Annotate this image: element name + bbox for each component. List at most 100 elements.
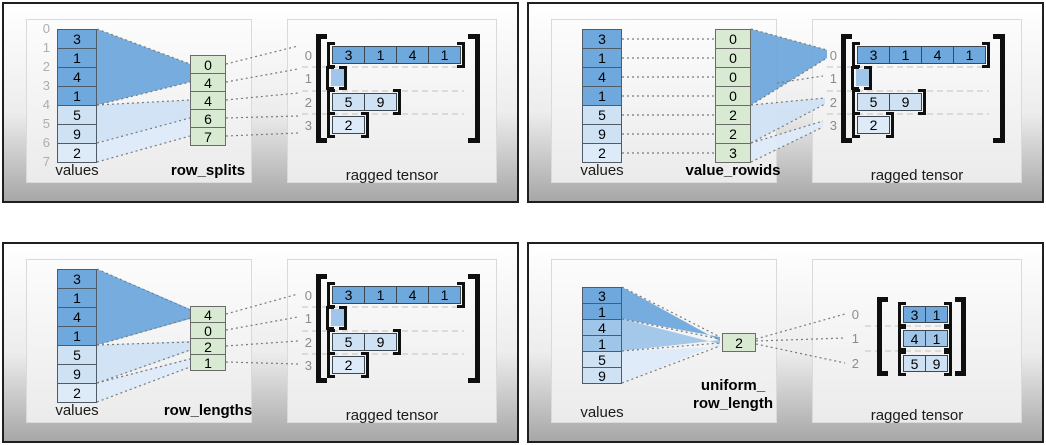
row-index: 2 (829, 94, 837, 110)
values-cell: 4 (582, 67, 622, 87)
row-bracket-close-icon (944, 326, 952, 351)
row-index: 1 (304, 70, 312, 86)
boundary-index: 7 (42, 154, 50, 169)
param-label-line: row_length (692, 395, 774, 412)
row-bracket-close-icon (457, 42, 465, 68)
row-index: 2 (304, 334, 312, 350)
row-bracket-open-icon (898, 326, 906, 351)
boundary-index: 6 (42, 135, 50, 150)
param-cell: 0 (715, 48, 751, 68)
tensor-cell: 1 (428, 46, 461, 64)
param-cell: 1 (190, 354, 226, 371)
row-bracket-close-icon (982, 42, 990, 68)
row-index: 1 (851, 331, 859, 346)
param-cell: 2 (722, 333, 756, 352)
tensor-cell: 3 (332, 286, 365, 304)
bracket-close-icon (955, 297, 966, 376)
values-label: values (55, 162, 99, 179)
ragged-tensor-label: ragged tensor (870, 167, 964, 184)
values-cell: 5 (582, 351, 622, 368)
tensor-cell: 1 (925, 306, 948, 323)
row-bracket-close-icon (944, 351, 952, 376)
param-cell: 0 (715, 67, 751, 87)
boundary-index: 0 (42, 21, 50, 36)
row-bracket-open-icon (327, 42, 335, 68)
bracket-open-icon (841, 34, 852, 143)
param-cell: 0 (715, 29, 751, 49)
tensor-cell: 5 (332, 93, 365, 111)
values-cell: 2 (57, 143, 97, 163)
tensor-cell: 3 (903, 306, 926, 323)
param-label-line: uniform_ (700, 377, 766, 394)
values-cell: 4 (57, 307, 97, 327)
values-cell: 3 (582, 287, 622, 304)
tensor-cell: 5 (857, 93, 890, 111)
values-cell: 1 (57, 86, 97, 106)
values-cell: 2 (57, 383, 97, 403)
param-cell: 0 (190, 322, 226, 339)
bracket-close-icon (468, 274, 480, 383)
row-index: 0 (851, 307, 859, 322)
param-label-line: row_splits (170, 162, 246, 179)
row-bracket-open-icon (851, 66, 859, 90)
bracket-close-icon (468, 34, 480, 143)
row-index: 2 (851, 356, 859, 371)
values-cell: 9 (582, 124, 622, 144)
param-cell: 0 (715, 86, 751, 106)
row-bracket-close-icon (864, 66, 872, 90)
bracket-open-icon (316, 34, 327, 143)
empty-row-cell (331, 69, 345, 86)
tensor-cell: 5 (332, 333, 365, 351)
tensor-cell: 2 (857, 116, 890, 134)
row-bracket-open-icon (327, 112, 335, 138)
row-bracket-close-icon (361, 352, 369, 378)
row-index: 2 (304, 94, 312, 110)
values-cell: 1 (57, 326, 97, 346)
param-cell: 4 (190, 91, 226, 110)
param-cell: 4 (190, 73, 226, 92)
param-cell: 6 (190, 109, 226, 128)
tensor-cell: 4 (921, 46, 954, 64)
bracket-open-icon (316, 274, 327, 383)
tensor-cell: 1 (925, 330, 948, 347)
row-bracket-open-icon (326, 66, 334, 90)
values-cell: 9 (57, 124, 97, 144)
values-cell: 1 (582, 86, 622, 106)
tensor-cell: 3 (857, 46, 890, 64)
ragged-tensor-label: ragged tensor (870, 407, 964, 424)
values-cell: 1 (582, 335, 622, 352)
tensor-cell: 2 (332, 356, 365, 374)
tensor-cell: 1 (364, 286, 397, 304)
param-label-line: row_lengths (163, 402, 253, 419)
values-cell: 9 (57, 364, 97, 384)
row-bracket-open-icon (327, 282, 335, 308)
row-bracket-close-icon (339, 306, 347, 330)
row-index: 0 (829, 47, 837, 63)
param-cell: 3 (715, 143, 751, 163)
tensor-cell: 9 (889, 93, 922, 111)
tensor-cell: 1 (953, 46, 986, 64)
boundary-index: 3 (42, 78, 50, 93)
values-cell: 5 (57, 105, 97, 125)
empty-row-cell (331, 309, 345, 326)
ragged-tensor-label: ragged tensor (345, 167, 439, 184)
param-cell: 2 (715, 105, 751, 125)
row-index: 3 (829, 117, 837, 133)
row-index: 1 (829, 70, 837, 86)
tensor-cell: 1 (889, 46, 922, 64)
values-cell: 1 (582, 48, 622, 68)
param-label: uniform_row_length (693, 377, 773, 413)
row-bracket-open-icon (852, 112, 860, 138)
tensor-cell: 9 (925, 355, 948, 372)
row-bracket-close-icon (339, 66, 347, 90)
row-bracket-close-icon (944, 302, 952, 327)
values-cell: 9 (582, 367, 622, 384)
param-label: value_rowids (685, 162, 780, 180)
row-bracket-close-icon (918, 89, 926, 115)
row-index: 3 (304, 357, 312, 373)
values-cell: 5 (57, 345, 97, 365)
